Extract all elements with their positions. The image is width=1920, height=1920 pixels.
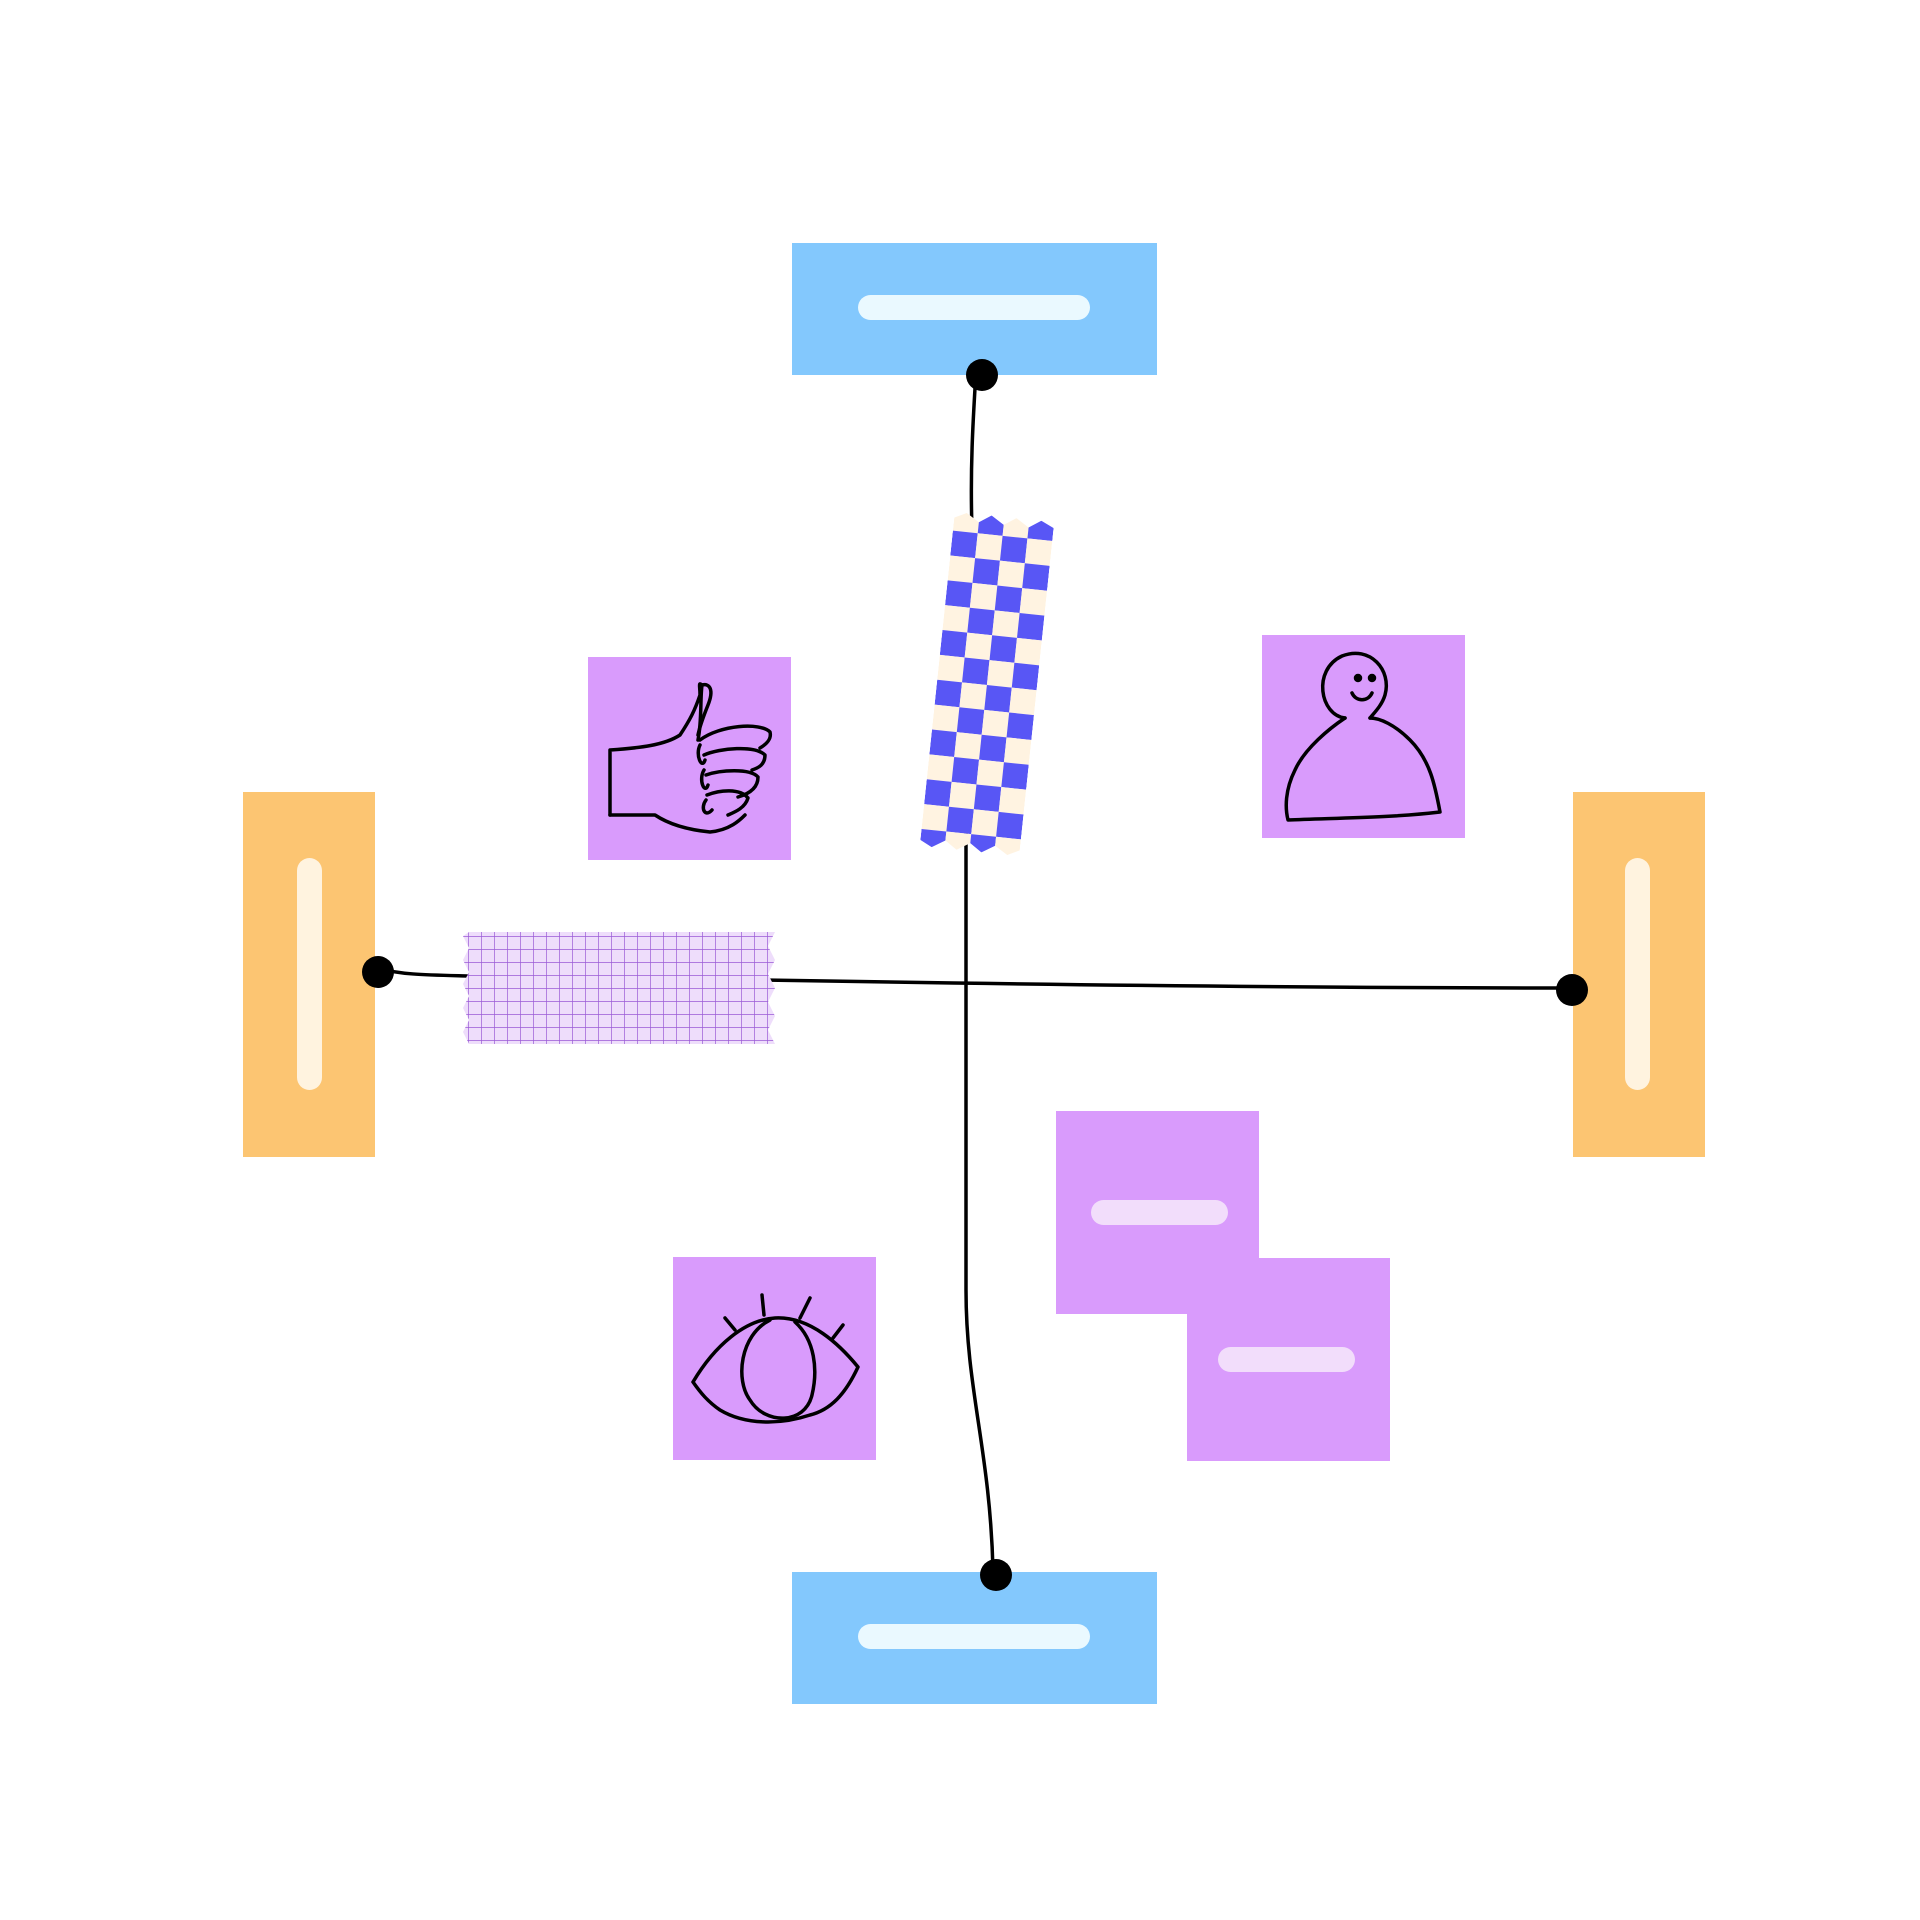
checker-square xyxy=(919,828,947,857)
checker-square xyxy=(977,511,1006,536)
checker-square xyxy=(973,784,1002,812)
checker-square xyxy=(968,834,997,857)
thumbs-up-note-body xyxy=(588,657,791,860)
right-connector-dot[interactable] xyxy=(1556,974,1588,1006)
checker-square xyxy=(979,734,1007,763)
thumbs-up-note[interactable] xyxy=(588,657,791,860)
bottom-card[interactable] xyxy=(792,1572,1157,1704)
checker-square xyxy=(924,779,952,807)
checker-square xyxy=(971,809,999,837)
checker-square xyxy=(999,535,1028,564)
checker-square xyxy=(962,657,990,685)
checker-square xyxy=(954,732,982,760)
checkered-tape-squares xyxy=(919,511,1055,857)
checker-square xyxy=(946,806,974,835)
checkered-tape[interactable] xyxy=(919,506,1055,865)
checker-square xyxy=(948,781,977,810)
checker-square xyxy=(1022,563,1050,591)
checker-square xyxy=(1024,538,1053,566)
checker-square xyxy=(997,560,1025,589)
vertical-axis-line xyxy=(964,828,995,1572)
checker-square xyxy=(967,607,995,636)
blank-note-1-text-bar xyxy=(1091,1200,1228,1225)
checker-square xyxy=(964,632,993,661)
checker-square xyxy=(975,533,1003,561)
checker-square xyxy=(1027,513,1055,542)
checker-square xyxy=(939,630,968,658)
checker-square xyxy=(951,756,980,785)
checker-square xyxy=(959,682,987,710)
person-note-body xyxy=(1262,635,1465,838)
checker-square xyxy=(992,610,1020,638)
checker-square xyxy=(1006,712,1035,740)
checker-square xyxy=(1011,662,1040,691)
grid-tape[interactable] xyxy=(463,932,775,1044)
checker-square xyxy=(1016,613,1045,641)
top-connector xyxy=(969,370,978,532)
bottom-card-text-bar xyxy=(858,1624,1090,1649)
person-icon xyxy=(1284,651,1442,822)
blank-note-2-text-bar xyxy=(1218,1347,1355,1372)
checker-square xyxy=(976,759,1004,788)
checker-square xyxy=(984,684,1012,713)
checker-square xyxy=(929,729,957,757)
checker-square xyxy=(956,707,985,735)
thumbs-up-icon xyxy=(608,682,773,834)
grid-tape-body xyxy=(463,932,775,1044)
top-card-text-bar xyxy=(858,295,1090,320)
checker-square xyxy=(942,605,970,633)
left-connector-dot[interactable] xyxy=(362,956,394,988)
connector-dots xyxy=(362,359,1588,1591)
top-connector-dot[interactable] xyxy=(966,359,998,391)
checker-square xyxy=(1009,687,1037,716)
checker-square xyxy=(1002,511,1031,539)
horizontal-axis-line xyxy=(758,978,1570,990)
checker-square xyxy=(937,654,965,683)
eye-note-body xyxy=(673,1257,876,1460)
checker-square xyxy=(994,585,1023,614)
left-card[interactable] xyxy=(243,792,375,1157)
bottom-connector-dot[interactable] xyxy=(980,1559,1012,1591)
checker-square xyxy=(998,787,1027,815)
checker-square xyxy=(993,836,1021,857)
right-card-text-bar xyxy=(1625,858,1650,1090)
checker-square xyxy=(1003,737,1032,765)
checker-square xyxy=(947,555,976,583)
person-note[interactable] xyxy=(1262,635,1465,838)
checker-square xyxy=(1019,588,1048,616)
checker-square xyxy=(952,511,981,534)
checker-square xyxy=(931,704,960,733)
checker-square xyxy=(1014,637,1042,666)
checker-square xyxy=(972,558,1000,586)
checker-square xyxy=(934,679,963,708)
checker-square xyxy=(1001,762,1029,790)
checkered-tape-body xyxy=(919,511,1055,857)
checker-square xyxy=(950,530,978,559)
checker-square xyxy=(986,660,1015,688)
checker-square xyxy=(921,804,949,832)
checker-square xyxy=(926,754,955,782)
checker-square xyxy=(989,635,1017,663)
eye-icon xyxy=(691,1293,860,1424)
eye-note[interactable] xyxy=(673,1257,876,1460)
right-card[interactable] xyxy=(1573,792,1705,1157)
blank-note-1[interactable] xyxy=(1056,1111,1259,1314)
left-card-text-bar xyxy=(297,858,322,1090)
checker-square xyxy=(969,582,998,611)
checker-square xyxy=(981,709,1010,738)
blank-note-2[interactable] xyxy=(1187,1258,1390,1461)
top-card[interactable] xyxy=(792,243,1157,375)
checker-square xyxy=(945,580,973,608)
checker-square xyxy=(996,811,1024,840)
